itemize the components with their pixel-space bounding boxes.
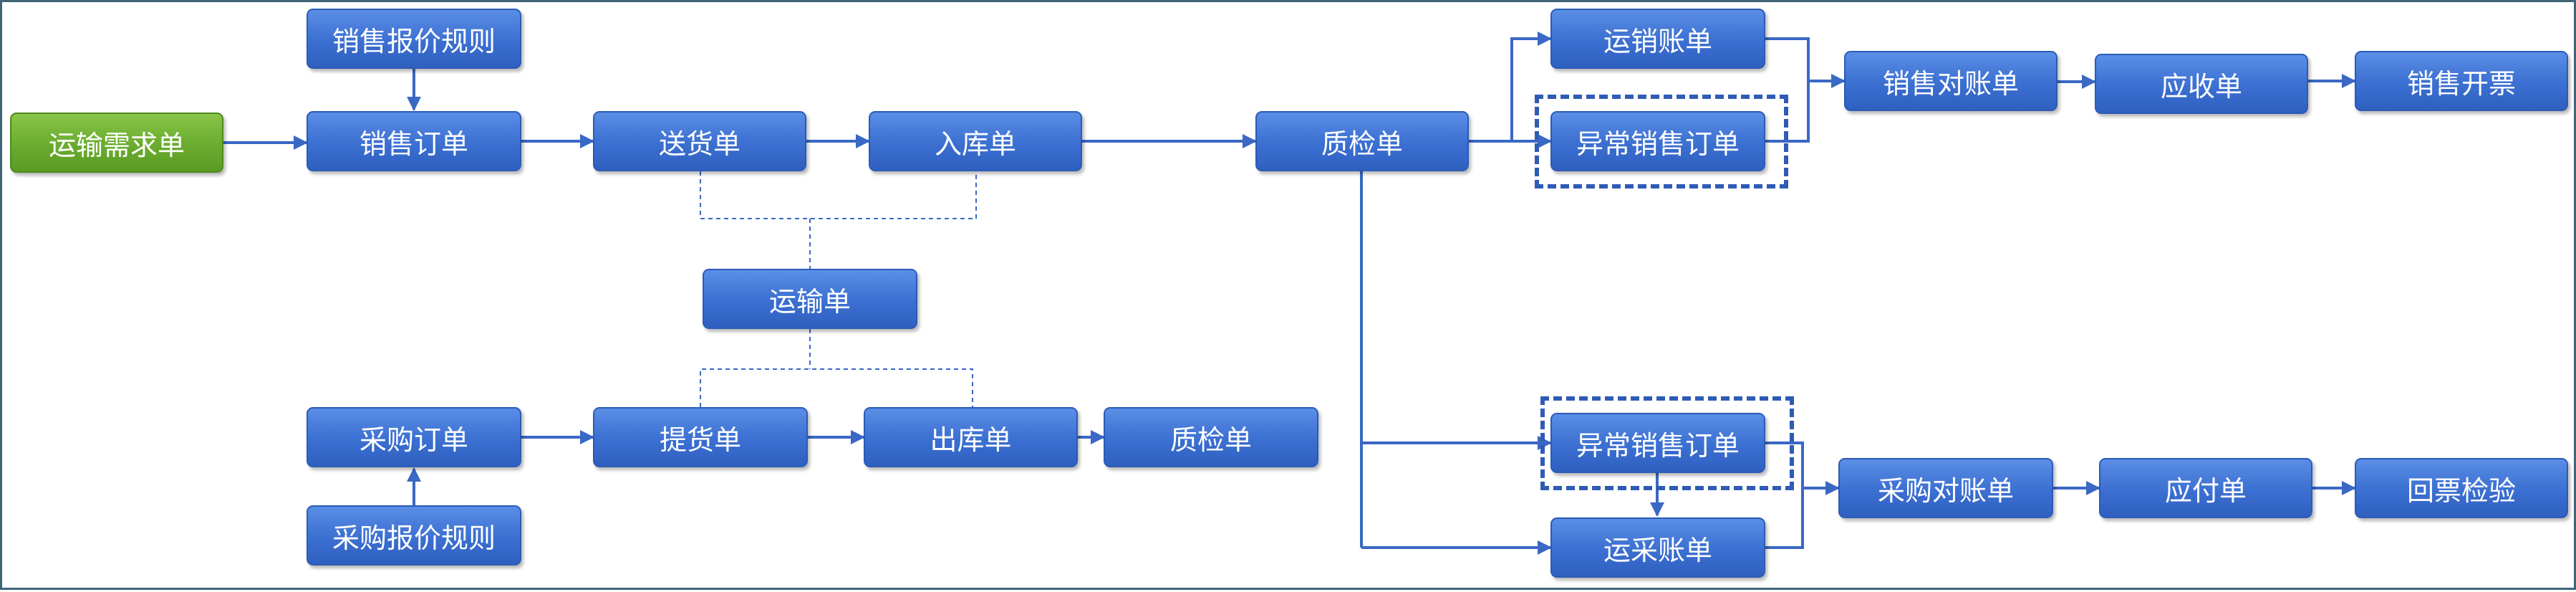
node-inbound-note[interactable]: 入库单	[869, 111, 1082, 171]
node-sales-quote-rules[interactable]: 销售报价规则	[307, 9, 521, 69]
node-purchase-reconciliation[interactable]: 采购对账单	[1838, 458, 2053, 518]
bracket-top-transport	[700, 171, 977, 219]
node-outbound-note[interactable]: 出库单	[864, 407, 1078, 467]
highlight-box-abnormal-top	[1535, 95, 1788, 188]
node-transport-demand[interactable]: 运输需求单	[10, 113, 223, 173]
node-sales-invoice[interactable]: 销售开票	[2355, 51, 2568, 111]
connector-abnormal-bottom-right	[1765, 441, 1804, 549]
node-sales-reconciliation[interactable]: 销售对账单	[1844, 51, 2058, 111]
node-transport-sales-bill[interactable]: 运销账单	[1550, 9, 1765, 69]
node-purchase-order[interactable]: 采购订单	[307, 407, 521, 467]
node-abnormal-sales-order-bottom[interactable]: 异常销售订单	[1550, 413, 1765, 473]
node-receivable[interactable]: 应收单	[2095, 54, 2308, 114]
node-abnormal-sales-order-top[interactable]: 异常销售订单	[1550, 111, 1765, 171]
bracket-bottom-transport	[700, 368, 973, 407]
node-transport-note[interactable]: 运输单	[703, 269, 917, 329]
node-quality-check-bottom[interactable]: 质检单	[1104, 407, 1318, 467]
node-delivery-note[interactable]: 送货单	[593, 111, 806, 171]
node-pickup-note[interactable]: 提货单	[593, 407, 808, 467]
node-transport-purchase-bill[interactable]: 运采账单	[1550, 517, 1765, 578]
node-quality-check-top[interactable]: 质检单	[1255, 111, 1469, 171]
node-invoice-verification[interactable]: 回票检验	[2355, 458, 2568, 518]
node-purchase-quote-rules[interactable]: 采购报价规则	[307, 505, 521, 565]
highlight-box-abnormal-bottom	[1540, 396, 1794, 490]
node-payable[interactable]: 应付单	[2099, 458, 2312, 518]
node-sales-order[interactable]: 销售订单	[307, 111, 521, 171]
